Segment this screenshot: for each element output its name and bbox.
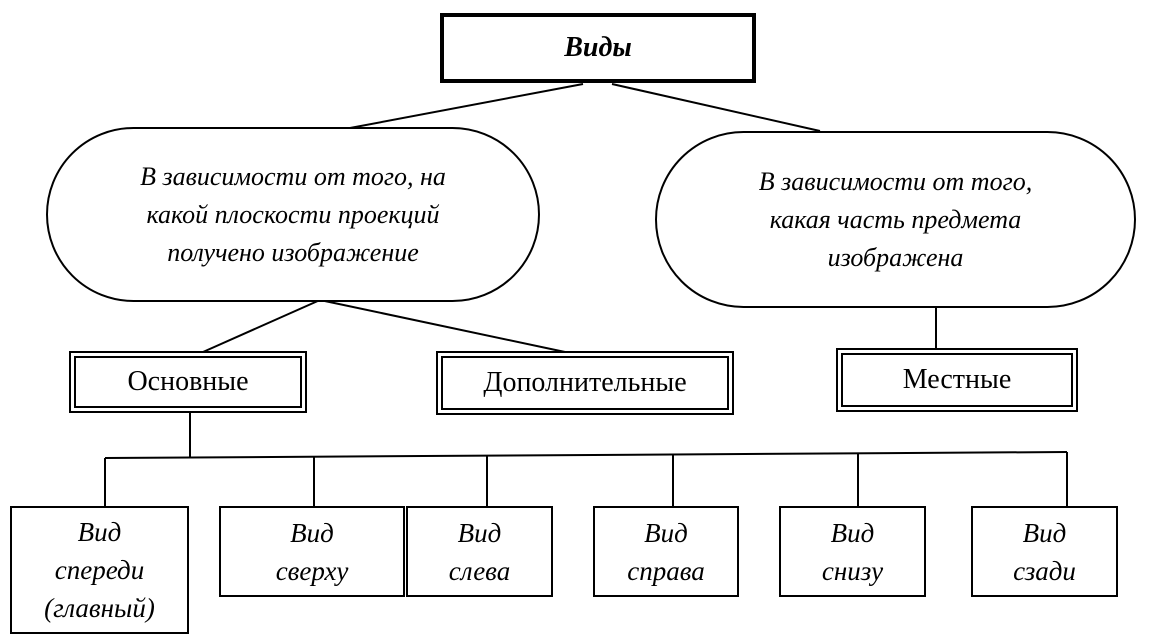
criterion-line: В зависимости от того, на xyxy=(140,161,446,191)
criterion-line: В зависимости от того, xyxy=(758,166,1033,196)
root-node: Виды xyxy=(440,13,756,83)
connector-root-right xyxy=(611,83,821,132)
view-right: Вид справа xyxy=(593,506,739,597)
view-line: снизу xyxy=(821,555,884,586)
category-dopolnitelnye: Дополнительные xyxy=(436,351,734,415)
criterion-line: какой плоскости проекций xyxy=(146,199,440,229)
view-line: спереди xyxy=(54,555,145,585)
view-top: Вид сверху xyxy=(219,506,405,597)
view-line: справа xyxy=(627,555,705,586)
category-osnovnye: Основные xyxy=(69,351,307,413)
criterion-line: получено изображение xyxy=(167,237,419,267)
connector-oval-osnovnye xyxy=(202,299,321,353)
view-line: сверху xyxy=(275,555,349,586)
bus-line xyxy=(104,451,1068,459)
view-line: (главный) xyxy=(44,593,155,623)
view-line: Вид xyxy=(77,517,122,547)
view-line: Вид xyxy=(830,517,875,548)
view-left: Вид слева xyxy=(406,506,553,597)
view-line: слева xyxy=(448,555,511,586)
view-line: сзади xyxy=(1013,555,1076,586)
criterion-line: какая часть предмета xyxy=(769,204,1022,234)
view-back: Вид сзади xyxy=(971,506,1118,597)
criterion-object-part: В зависимости от того, какая часть предм… xyxy=(655,131,1136,308)
category-label: Местные xyxy=(841,353,1073,407)
view-bottom: Вид снизу xyxy=(779,506,926,597)
view-line: Вид xyxy=(457,517,502,548)
criterion-projection-plane: В зависимости от того, на какой плоскост… xyxy=(46,127,540,302)
connector-root-left xyxy=(349,83,584,129)
view-front: Вид спереди (главный) xyxy=(10,506,189,634)
view-line: Вид xyxy=(290,517,334,548)
criterion-line: изображена xyxy=(827,242,964,272)
view-line: Вид xyxy=(644,517,688,548)
category-label: Дополнительные xyxy=(441,356,729,410)
connector-oval-dopolnitelnye xyxy=(319,299,566,353)
root-label: Виды xyxy=(564,32,632,63)
view-line: Вид xyxy=(1022,517,1067,548)
category-label: Основные xyxy=(74,356,302,408)
category-mestnye: Местные xyxy=(836,348,1078,412)
